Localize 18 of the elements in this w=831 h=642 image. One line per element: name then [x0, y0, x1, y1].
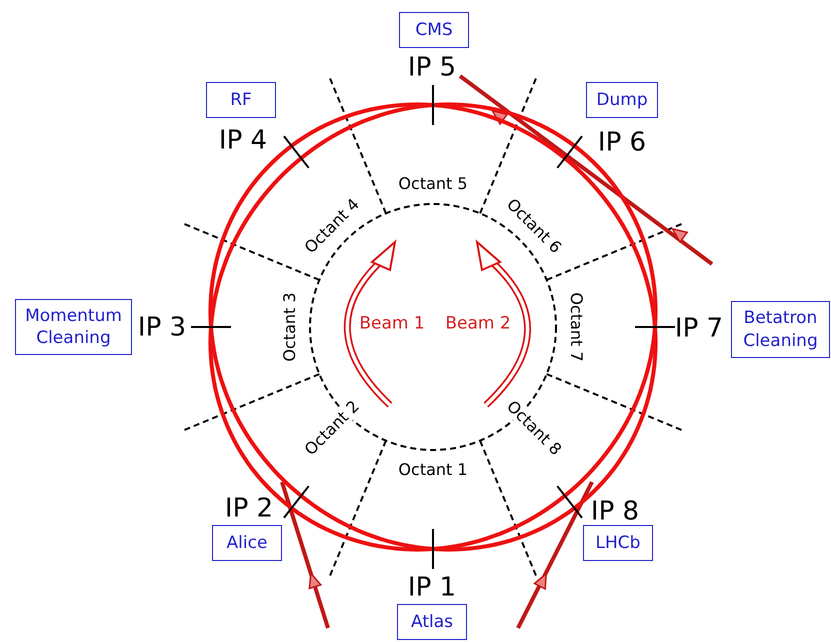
interaction-point-label: IP 4 [218, 126, 268, 156]
experiment-label-box: Momentum Cleaning [15, 299, 132, 355]
interaction-point-label: IP 7 [674, 314, 724, 344]
experiment-label-box: Betatron Cleaning [731, 301, 830, 358]
experiment-label-box: Dump [586, 82, 658, 118]
interaction-point-label: IP 2 [224, 494, 274, 524]
experiment-label-box: LHCb [583, 525, 653, 561]
beam-label: Beam 1 [359, 314, 425, 334]
experiment-label-box: CMS [399, 12, 469, 48]
interaction-point-label: IP 1 [408, 574, 456, 602]
interaction-point-label: IP 6 [598, 128, 646, 158]
interaction-point-label: IP 8 [590, 498, 640, 526]
interaction-point-label: IP 5 [408, 54, 456, 82]
experiment-label-box: Atlas [397, 604, 467, 640]
experiment-label-box: RF [206, 82, 276, 118]
interaction-point-label: IP 3 [138, 314, 186, 342]
experiment-label-box: Alice [212, 525, 282, 561]
beam-label: Beam 2 [445, 314, 511, 334]
